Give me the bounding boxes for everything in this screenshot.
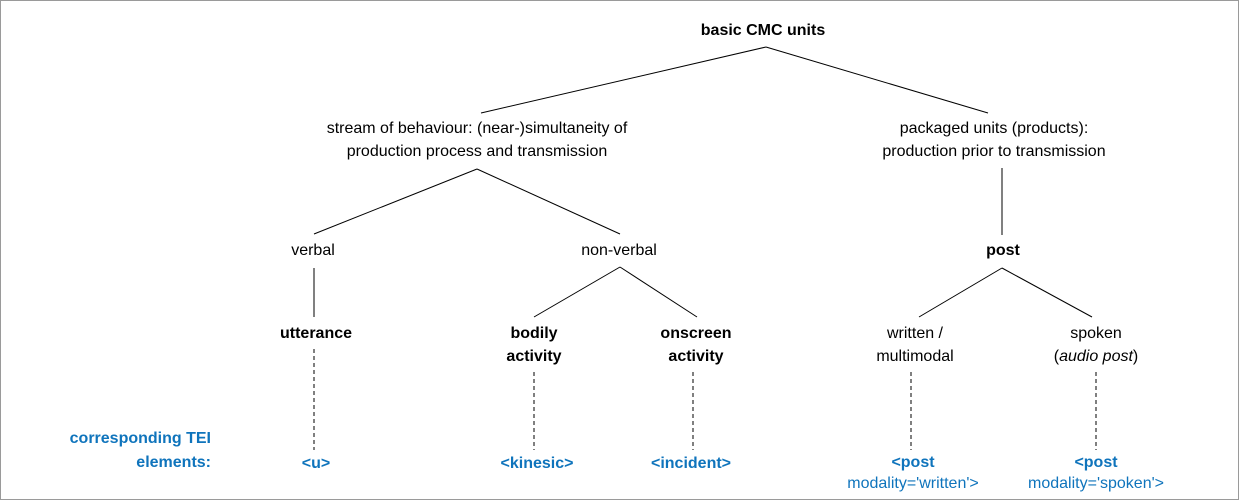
- node-bodily-line1: bodily: [510, 325, 558, 342]
- node-post: post: [986, 242, 1020, 259]
- edge-nonverbal-to-onscreen: [619, 266, 698, 318]
- node-onscreen-line1: onscreen: [660, 325, 732, 342]
- edge-stream-to-nonverbal: [476, 168, 621, 235]
- node-packaged-line2: production prior to transmission: [882, 143, 1106, 160]
- tei-element-incident: <incident>: [650, 455, 732, 472]
- tei-element-post-spoken: <post modality='spoken'>: [1001, 452, 1191, 494]
- tei-post-spoken-line1: <post: [1074, 454, 1118, 471]
- edge-stream-to-verbal: [313, 168, 478, 235]
- node-spoken-audio-post: spoken (audio post): [1021, 322, 1171, 368]
- node-utterance: utterance: [279, 325, 353, 342]
- node-bodily-activity: bodily activity: [479, 322, 589, 368]
- node-stream-line1: stream of behaviour: (near-)simultaneity…: [326, 120, 628, 137]
- node-stream-line2: production process and transmission: [346, 143, 608, 160]
- tei-element-post-written: <post modality='written'>: [821, 452, 1005, 494]
- node-written-line2: multimodal: [876, 348, 954, 365]
- tei-element-kinesic: <kinesic>: [500, 455, 574, 472]
- tei-element-u: <u>: [301, 455, 331, 472]
- audio-post-italic: audio post: [1059, 348, 1133, 365]
- node-onscreen-line2: activity: [668, 348, 724, 365]
- tei-caption-line2: elements:: [136, 454, 211, 471]
- paren-open: (: [1053, 348, 1060, 365]
- tei-post-written-line2: modality='written'>: [847, 475, 979, 492]
- edge-root-to-stream: [480, 46, 767, 114]
- tei-post-spoken-line2: modality='spoken'>: [1028, 475, 1164, 492]
- node-packaged-units: packaged units (products): production pr…: [844, 117, 1144, 163]
- node-spoken-line1: spoken: [1070, 325, 1122, 342]
- node-basic-cmc-units: basic CMC units: [700, 22, 826, 39]
- edge-post-to-spoken: [1001, 267, 1093, 318]
- tei-caption-line1: corresponding TEI: [69, 430, 211, 447]
- node-stream-of-behaviour: stream of behaviour: (near-)simultaneity…: [277, 117, 677, 163]
- node-written-line1: written /: [886, 325, 943, 342]
- node-bodily-line2: activity: [506, 348, 562, 365]
- node-verbal: verbal: [291, 242, 335, 259]
- node-written-multimodal: written / multimodal: [845, 322, 985, 368]
- edge-nonverbal-to-bodily: [533, 266, 621, 318]
- paren-close: ): [1132, 348, 1139, 365]
- node-packaged-line1: packaged units (products):: [899, 120, 1089, 137]
- edge-root-to-packaged: [765, 46, 989, 114]
- node-spoken-line2: (audio post): [1021, 345, 1171, 368]
- node-non-verbal: non-verbal: [581, 242, 657, 259]
- node-onscreen-activity: onscreen activity: [636, 322, 756, 368]
- tei-caption: corresponding TEI elements:: [19, 427, 211, 475]
- tei-post-written-line1: <post: [891, 454, 935, 471]
- edge-post-to-written: [918, 267, 1003, 318]
